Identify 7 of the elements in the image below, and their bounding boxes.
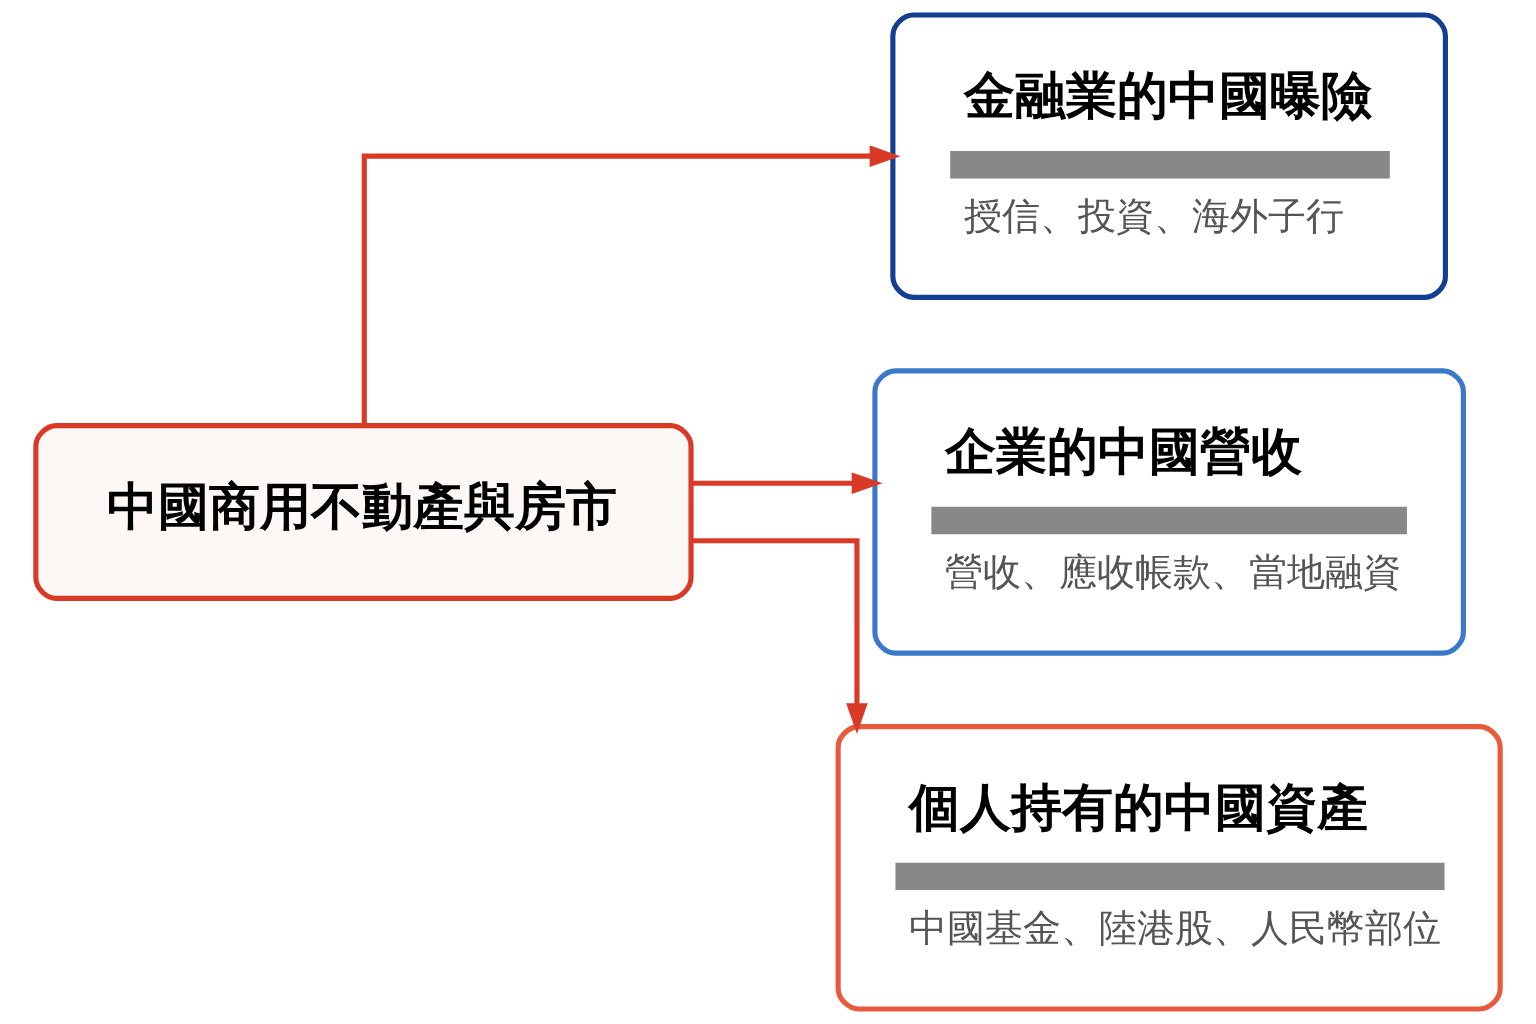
node-box: 企業的中國營收 營收、應收帳款、當地融資 <box>872 368 1466 656</box>
arrow <box>361 145 901 426</box>
node-box: 金融業的中國曝險 授信、投資、海外子行 <box>890 12 1448 300</box>
arrow <box>691 538 868 735</box>
arrow <box>691 472 883 494</box>
node-box: 個人持有的中國資產 中國基金、陸港股、人民幣部位 <box>835 724 1503 1012</box>
node-box: 中國商用不動產與房市 <box>33 423 694 601</box>
